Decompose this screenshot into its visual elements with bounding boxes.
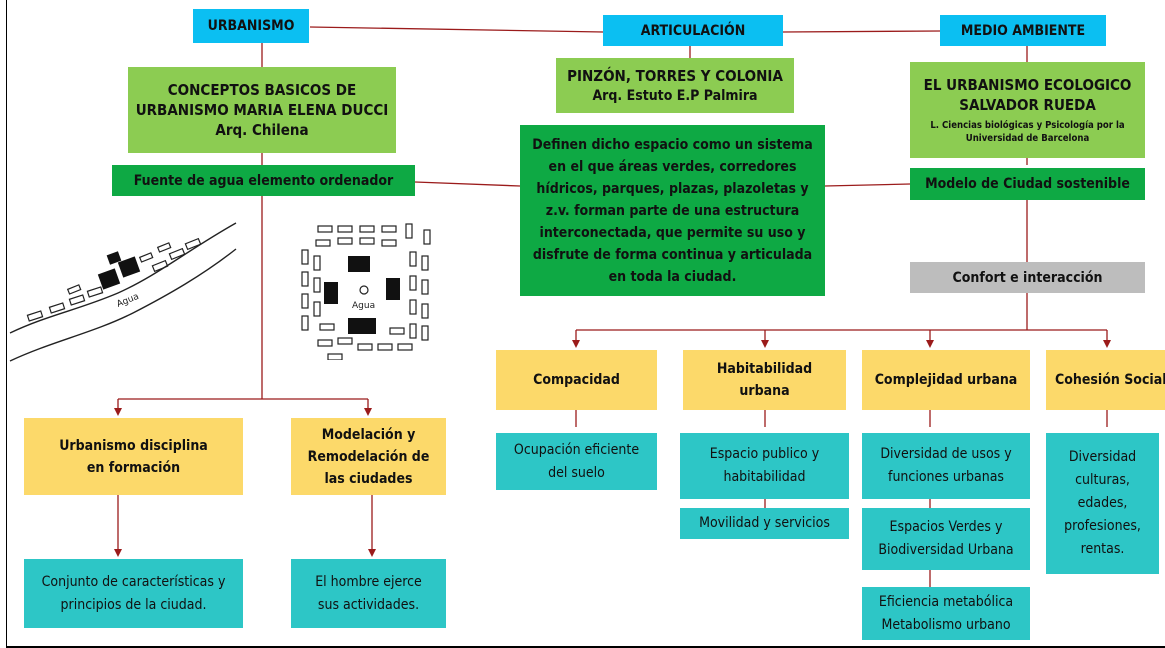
diversidad-usos-line: funciones urbanas xyxy=(888,469,1004,485)
header-articulacion-label: ARTICULACIÓN xyxy=(640,22,746,39)
header-medio-ambiente: MEDIO AMBIENTE xyxy=(940,15,1106,46)
movilidad-servicios: Movilidad y servicios xyxy=(680,508,849,539)
confort-box: Confort e interacción xyxy=(910,262,1145,293)
rueda-line3: L. Ciencias biológicas y Psicología por … xyxy=(930,120,1125,131)
eficiencia-line: Metabolismo urbano xyxy=(881,616,1011,633)
modelacion-line: Modelación y xyxy=(321,426,416,443)
confort-label: Confort e interacción xyxy=(952,269,1103,286)
conjunto-caracteristicas: Conjunto de características y principios… xyxy=(24,559,243,628)
diversidad-culturas: Diversidad culturas, edades, profesiones… xyxy=(1046,433,1159,574)
header-articulacion: ARTICULACIÓN xyxy=(603,15,783,46)
modelo-ciudad-label: Modelo de Ciudad sostenible xyxy=(925,176,1130,192)
habitabilidad-line: Habitabilidad xyxy=(716,361,813,377)
ocupacion-eficiente: Ocupación eficiente del suelo xyxy=(496,433,657,490)
disciplina-line: Urbanismo disciplina xyxy=(59,437,208,454)
connector-urbanismo-articulacion xyxy=(309,26,604,33)
espacios-verdes: Espacios Verdes y Biodiversidad Urbana xyxy=(862,508,1030,570)
header-medio-ambiente-label: MEDIO AMBIENTE xyxy=(960,22,1086,39)
pinzon-line1: PINZÓN, TORRES Y COLONIA xyxy=(567,66,783,85)
ducci-line1: CONCEPTOS BASICOS DE xyxy=(167,81,357,99)
ocupacion-line: Ocupación eficiente xyxy=(513,441,640,458)
plaza-sketch: Agua xyxy=(301,223,431,360)
connector-articulacion-medio xyxy=(782,30,941,33)
definicion-line: Definen dicho espacio como un sistema xyxy=(532,136,813,153)
complejidad-label: Complejidad urbana xyxy=(874,372,1018,388)
diversidad-usos: Diversidad de usos y funciones urbanas xyxy=(862,433,1030,499)
espacios-verdes-line: Espacios Verdes y xyxy=(889,519,1003,535)
culturas-line: profesiones, xyxy=(1064,518,1141,534)
definicion-line: z.v. forman parte de una estructura xyxy=(545,202,800,219)
fuente-agua: Fuente de agua elemento ordenador xyxy=(112,165,415,196)
pinzon-line2: Arq. Estuto E.P Palmira xyxy=(592,87,758,104)
modelacion-line: las ciudades xyxy=(324,470,413,487)
definicion-line: interconectada, que permite su uso y xyxy=(539,224,806,241)
compacidad-label: Compacidad xyxy=(533,372,620,388)
movilidad-label: Movilidad y servicios xyxy=(699,515,830,531)
culturas-line: rentas. xyxy=(1080,541,1125,557)
river-agua-label: Agua xyxy=(115,292,140,310)
frame-bottom-border xyxy=(6,646,1165,648)
modelacion-line: Remodelación de xyxy=(307,448,430,465)
culturas-line: Diversidad xyxy=(1068,449,1137,465)
habitabilidad-line: urbana xyxy=(739,383,790,399)
fuente-agua-label: Fuente de agua elemento ordenador xyxy=(133,172,394,189)
espacios-verdes-line: Biodiversidad Urbana xyxy=(878,542,1014,558)
disciplina-line: en formación xyxy=(86,459,181,476)
cohesion-label: Cohesión Social xyxy=(1055,372,1165,388)
definicion-line: en el que áreas verdes, corredores xyxy=(548,158,797,175)
rueda-line2: SALVADOR RUEDA xyxy=(959,96,1096,114)
definicion-line: hídricos, parques, plazas, plazoletas y xyxy=(536,180,809,197)
rueda-line1: EL URBANISMO ECOLOGICO xyxy=(923,76,1132,94)
espacio-publico-line: Espacio publico y xyxy=(709,446,820,462)
hombre-line: El hombre ejerce xyxy=(315,573,422,590)
espacio-publico-line: habitabilidad xyxy=(723,469,806,485)
culturas-line: culturas, xyxy=(1075,472,1130,488)
author-ducci: CONCEPTOS BASICOS DE URBANISMO MARIA ELE… xyxy=(128,67,396,153)
author-rueda: EL URBANISMO ECOLOGICO SALVADOR RUEDA L.… xyxy=(910,62,1145,158)
hombre-line: sus actividades. xyxy=(317,596,420,613)
modelo-ciudad: Modelo de Ciudad sostenible xyxy=(910,168,1145,200)
compacidad: Compacidad xyxy=(496,350,657,410)
eficiencia-metabolica: Eficiencia metabólica Metabolismo urbano xyxy=(862,587,1030,640)
river-sketch: Agua xyxy=(9,222,237,362)
habitabilidad-urbana: Habitabilidad urbana xyxy=(683,350,846,410)
complejidad-urbana: Complejidad urbana xyxy=(862,350,1030,410)
frame-left-border xyxy=(6,0,7,648)
eficiencia-line: Eficiencia metabólica xyxy=(878,593,1014,610)
urbanismo-disciplina: Urbanismo disciplina en formación xyxy=(24,418,243,495)
rueda-line4: Universidad de Barcelona xyxy=(965,133,1090,144)
author-pinzon: PINZÓN, TORRES Y COLONIA Arq. Estuto E.P… xyxy=(556,58,794,113)
conjunto-line: principios de la ciudad. xyxy=(60,596,207,613)
ducci-line2: URBANISMO MARIA ELENA DUCCI xyxy=(135,101,389,119)
espacio-publico: Espacio publico y habitabilidad xyxy=(680,433,849,499)
ocupacion-line: del suelo xyxy=(548,464,605,481)
modelacion-remodelacion: Modelación y Remodelación de las ciudade… xyxy=(291,418,446,495)
hombre-actividades: El hombre ejerce sus actividades. xyxy=(291,559,446,628)
conjunto-line: Conjunto de características y xyxy=(41,573,226,590)
ducci-line3: Arq. Chilena xyxy=(215,121,309,139)
definicion-line: en toda la ciudad. xyxy=(608,268,737,285)
header-urbanismo-label: URBANISMO xyxy=(207,18,295,34)
definicion-box: Definen dicho espacio como un sistema en… xyxy=(520,125,825,296)
cohesion-social: Cohesión Social xyxy=(1046,350,1165,410)
diversidad-usos-line: Diversidad de usos y xyxy=(880,446,1012,462)
header-urbanismo: URBANISMO xyxy=(193,9,309,43)
plaza-agua-label: Agua xyxy=(352,301,375,311)
culturas-line: edades, xyxy=(1077,495,1128,511)
definicion-line: disfrute de forma continua y articulada xyxy=(532,246,813,263)
